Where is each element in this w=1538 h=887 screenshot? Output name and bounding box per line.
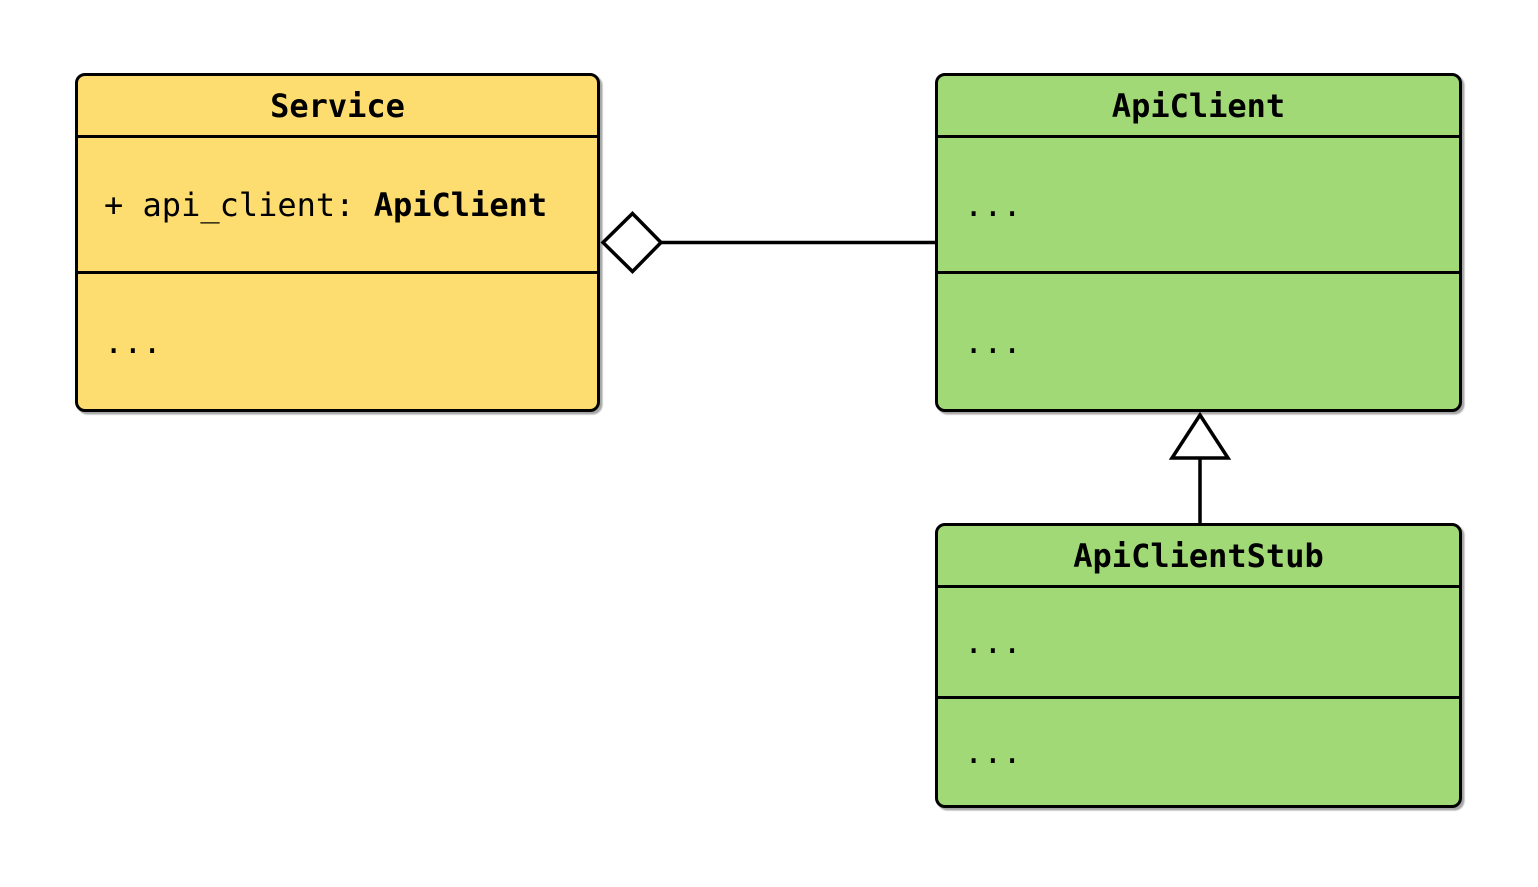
class-box-service: Service + api_client: ApiClient ... [75,73,600,412]
class-box-apiclientstub: ApiClientStub ... ... [935,523,1462,808]
class-box-apiclient: ApiClient ... ... [935,73,1462,412]
aggregation-diamond-icon [600,211,664,274]
class-title-service: Service [78,76,597,138]
methods-ellipsis: ... [964,733,1022,771]
attribute-type: ApiClient [373,185,548,224]
class-attributes-service: + api_client: ApiClient [78,138,597,274]
class-methods-service: ... [78,274,597,409]
inheritance-triangle-icon [1168,411,1232,460]
class-title-apiclientstub: ApiClientStub [938,526,1459,588]
class-title-apiclient: ApiClient [938,76,1459,138]
attributes-ellipsis: ... [964,623,1022,661]
methods-ellipsis: ... [964,322,1022,361]
class-attributes-apiclient: ... [938,138,1459,274]
class-methods-apiclientstub: ... [938,699,1459,805]
attribute-api-client: + api_client: ApiClient [104,186,547,224]
class-attributes-apiclientstub: ... [938,588,1459,699]
attributes-ellipsis: ... [964,185,1022,224]
attribute-name: + api_client: [104,185,374,224]
class-methods-apiclient: ... [938,274,1459,409]
methods-ellipsis: ... [104,322,162,361]
